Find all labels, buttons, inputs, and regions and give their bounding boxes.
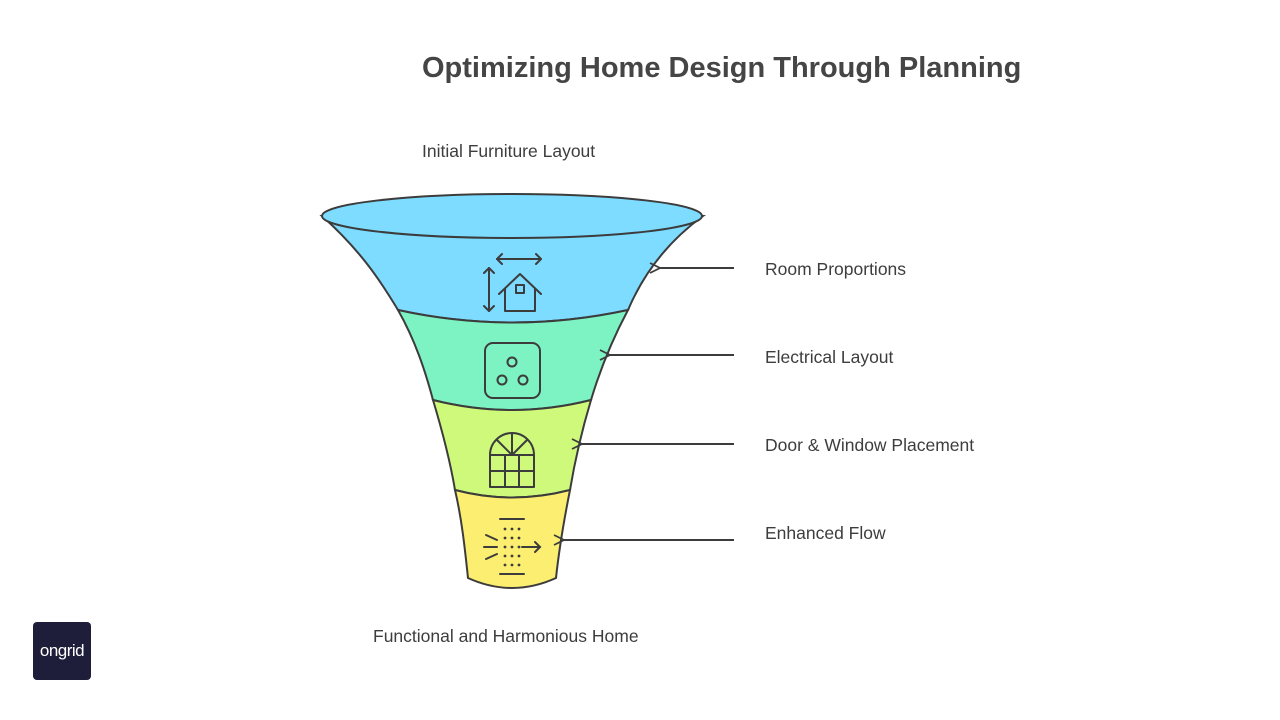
house-dimensions-icon: [483, 253, 542, 312]
funnel-top-rim: [321, 193, 703, 239]
logo-text: ongrid: [39, 641, 85, 660]
funnel-output-label: Functional and Harmonious Home: [373, 626, 639, 646]
ongrid-logo: ongrid: [33, 622, 91, 680]
flow-arrow-icon: [483, 518, 542, 575]
stage-label-room-proportions: Room Proportions: [765, 259, 907, 279]
stage-label-enhanced-flow: Enhanced Flow: [765, 523, 886, 543]
arched-window-icon: [489, 432, 535, 488]
stage-label-electrical-layout: Electrical Layout: [765, 347, 894, 367]
diagram-title: Optimizing Home Design Through Planning: [422, 52, 1022, 84]
power-outlet-icon: [484, 342, 541, 399]
funnel-input-label: Initial Furniture Layout: [422, 141, 596, 161]
stage-label-door-window-placement: Door & Window Placement: [765, 435, 975, 455]
funnel-stage-electrical-layout: [396, 308, 630, 411]
